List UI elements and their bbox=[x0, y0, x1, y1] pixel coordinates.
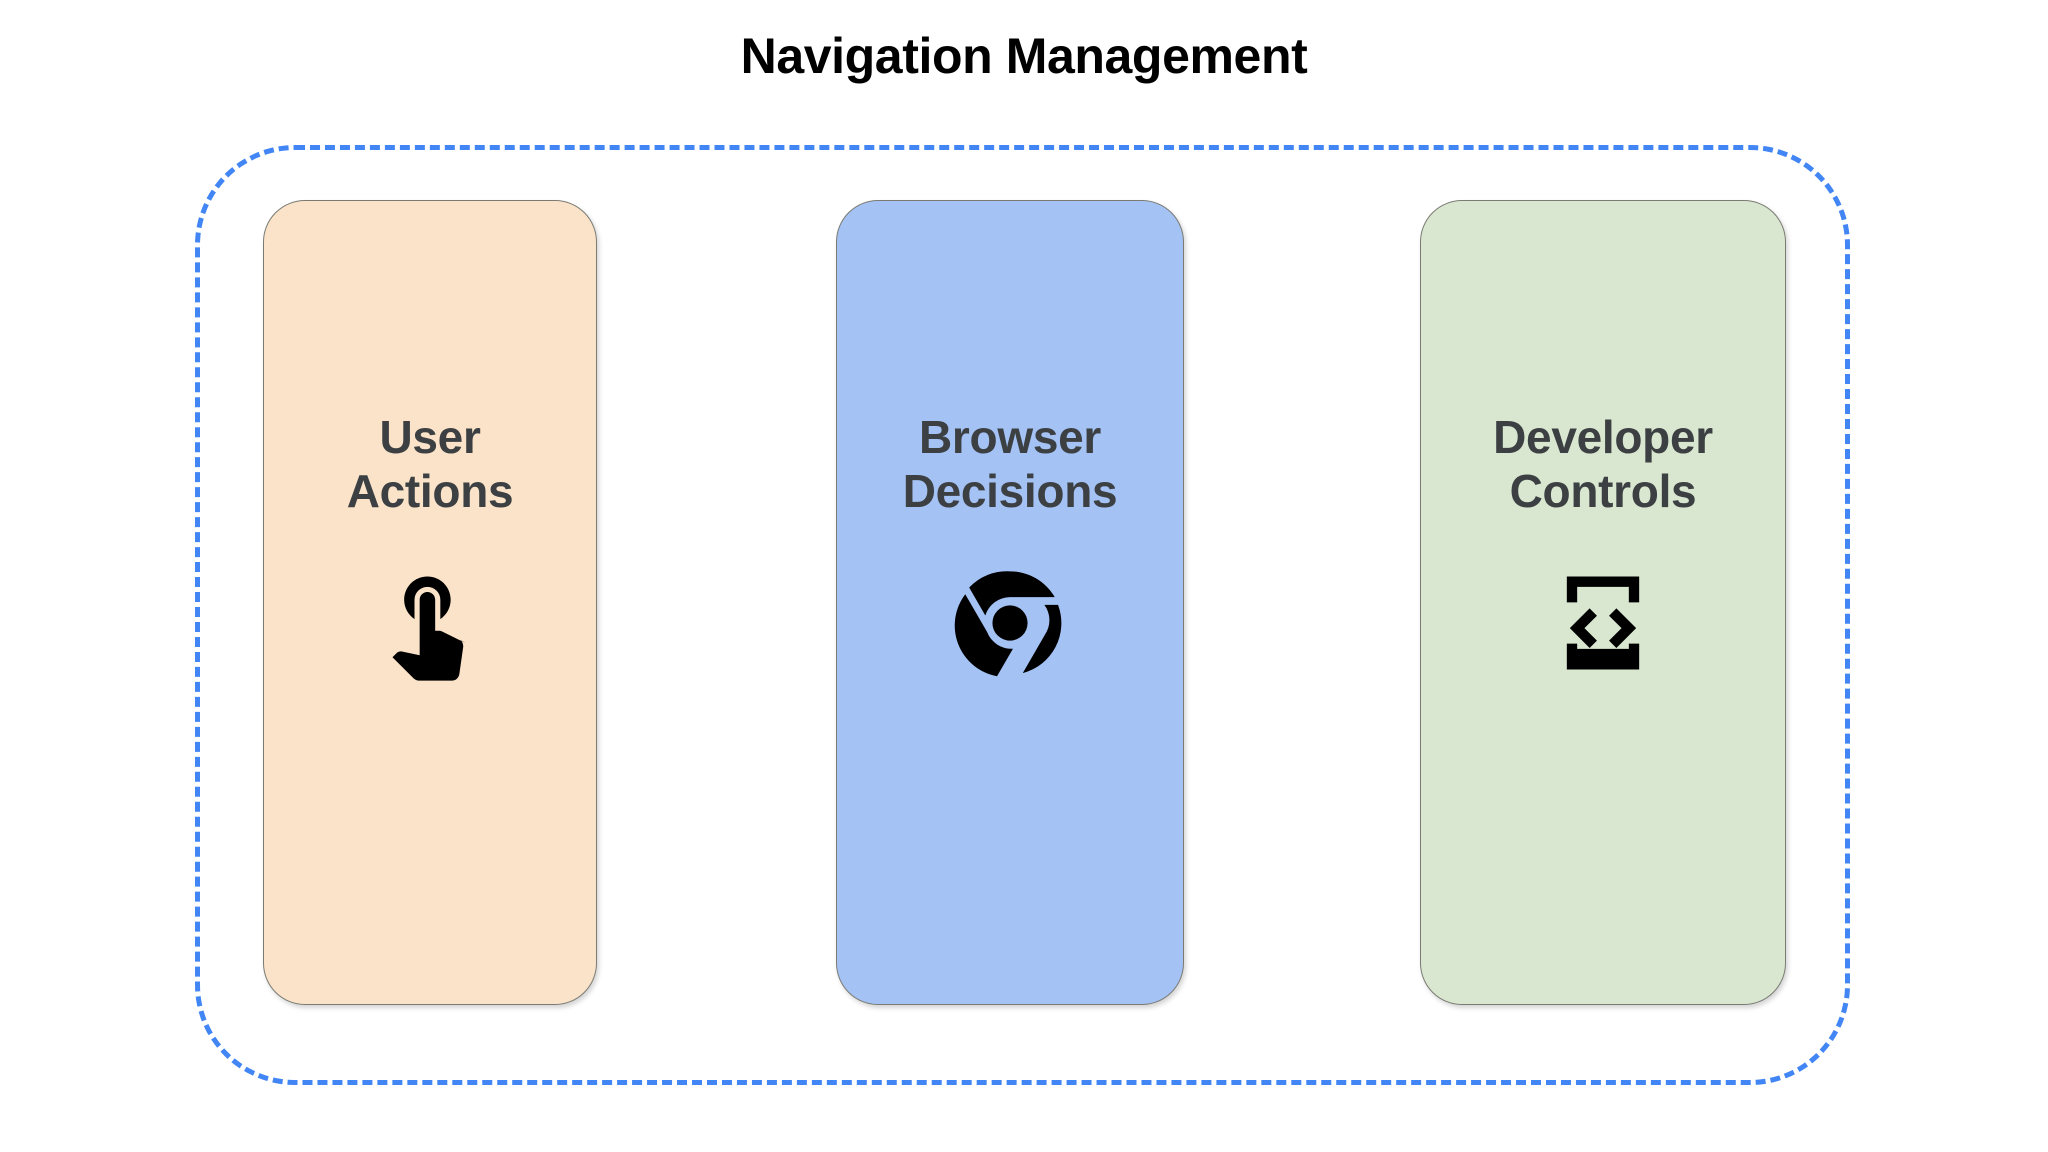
card-browser-decisions[interactable]: Browser Decisions bbox=[836, 200, 1184, 1005]
card-developer-controls[interactable]: Developer Controls bbox=[1420, 200, 1786, 1005]
card-row: User Actions Browser Decisions Developer… bbox=[195, 200, 1850, 1005]
touch-app-icon bbox=[368, 561, 492, 685]
page-title: Navigation Management bbox=[740, 28, 1308, 84]
chrome-logo-icon bbox=[948, 561, 1072, 685]
card-label-user-actions: User Actions bbox=[346, 411, 514, 517]
card-label-browser-decisions: Browser Decisions bbox=[902, 411, 1118, 517]
card-user-actions[interactable]: User Actions bbox=[263, 200, 597, 1005]
navigation-management-group-container bbox=[195, 145, 1850, 1085]
developer-mode-icon bbox=[1541, 561, 1665, 685]
card-label-developer-controls: Developer Controls bbox=[1493, 411, 1713, 517]
